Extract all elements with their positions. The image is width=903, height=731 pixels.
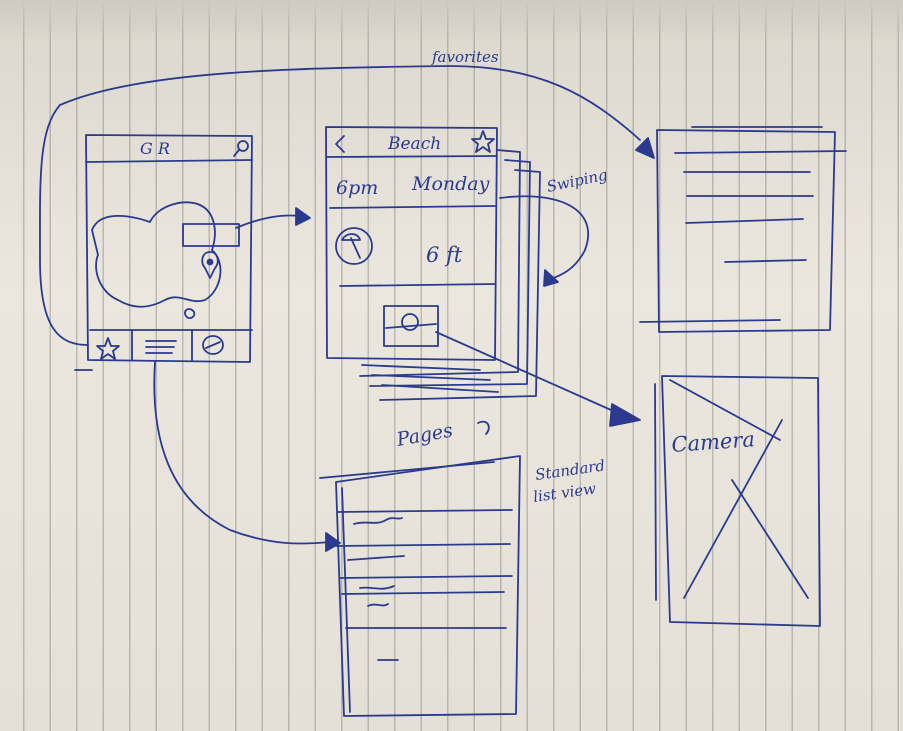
beach-info-divider — [329, 205, 496, 209]
thumb-to-camera-arrow — [435, 331, 621, 415]
day-label: Monday — [411, 173, 490, 195]
swiping-arrowhead — [543, 269, 559, 287]
stacked-page-2 — [369, 159, 531, 387]
location-pin-icon[interactable] — [201, 251, 219, 279]
umbrella-icon — [341, 233, 361, 259]
page-top-shadow — [0, 0, 903, 42]
stacked-page-1 — [359, 149, 521, 377]
list-row-4 — [339, 575, 513, 579]
stacked-page-3 — [379, 169, 541, 401]
list-screen-frame — [335, 455, 521, 717]
back-chevron-icon[interactable] — [335, 135, 345, 153]
list-row-5 — [341, 591, 505, 595]
beach-title: Beach — [387, 134, 441, 154]
beach-screen-frame — [325, 126, 498, 361]
map-to-beach-arrow — [235, 214, 301, 229]
swiping-arrow — [499, 195, 590, 281]
pages-label: Pages — [394, 419, 455, 451]
favorites-row-4 — [685, 218, 804, 224]
standard-list-view-label-2: list view — [532, 479, 597, 506]
favorites-loop-arrow — [39, 65, 641, 346]
camera-placeholder-cross-1 — [731, 479, 809, 599]
list-icon[interactable] — [145, 340, 177, 354]
search-icon[interactable] — [233, 140, 249, 157]
favorites-screen-frame — [656, 129, 836, 333]
standard-list-view-label-1: Standard — [534, 456, 606, 484]
swiping-label: Swiping — [545, 166, 609, 196]
list-screen — [319, 455, 521, 717]
map-screen-header-divider — [85, 159, 253, 163]
favorites-row-5 — [724, 259, 807, 263]
camera-thumbnail[interactable] — [383, 305, 439, 347]
map-callout-box — [182, 223, 240, 247]
favorites-screen — [639, 126, 847, 333]
list-row-3 — [347, 555, 405, 561]
camera-screen-frame — [661, 375, 821, 627]
camera-icon[interactable] — [202, 335, 224, 355]
list-row-squiggle-2 — [359, 585, 395, 590]
camera-label: Camera — [671, 427, 756, 457]
map-to-list-arrowhead — [325, 532, 341, 552]
favorites-label: favorites — [431, 48, 499, 66]
list-row-2 — [335, 543, 511, 547]
favorites-row-6 — [639, 319, 781, 323]
stacked-page-line-1 — [361, 364, 481, 371]
list-left-double — [341, 487, 351, 713]
beach-header-divider — [325, 155, 498, 158]
list-top-line — [319, 461, 495, 479]
beach-screen: Beach 6pm Monday 6 ft — [325, 126, 541, 401]
map-to-beach-arrowhead — [295, 207, 311, 226]
thumb-to-camera-arrowhead — [609, 403, 641, 427]
map-screen: G R — [74, 134, 253, 371]
favorites-row-1 — [674, 150, 847, 154]
camera-upper-line — [669, 379, 781, 441]
map-small-mark — [184, 308, 196, 319]
map-screen-frame — [85, 134, 253, 363]
time-label: 6pm — [336, 177, 378, 199]
beach-body-divider — [339, 283, 496, 287]
list-row-squiggle-1 — [353, 517, 403, 525]
map-landmass — [91, 201, 222, 308]
stacked-page-line-2 — [371, 374, 491, 381]
list-row-squiggle-3 — [367, 603, 389, 607]
map-to-list-arrow — [153, 361, 331, 545]
favorites-arrowhead — [635, 137, 655, 159]
pages-swirl — [477, 420, 490, 435]
beach-icon-circle — [335, 227, 373, 265]
star-icon[interactable] — [471, 130, 495, 153]
camera-screen: Camera — [654, 375, 821, 627]
camera-left-edge — [654, 383, 657, 601]
wave-height-label: 6 ft — [426, 243, 463, 267]
list-row-1 — [337, 509, 513, 513]
star-icon[interactable] — [96, 337, 120, 360]
map-screen-title: G R — [140, 139, 170, 158]
stacked-page-line-3 — [381, 384, 499, 393]
camera-placeholder-cross-2 — [683, 419, 783, 599]
